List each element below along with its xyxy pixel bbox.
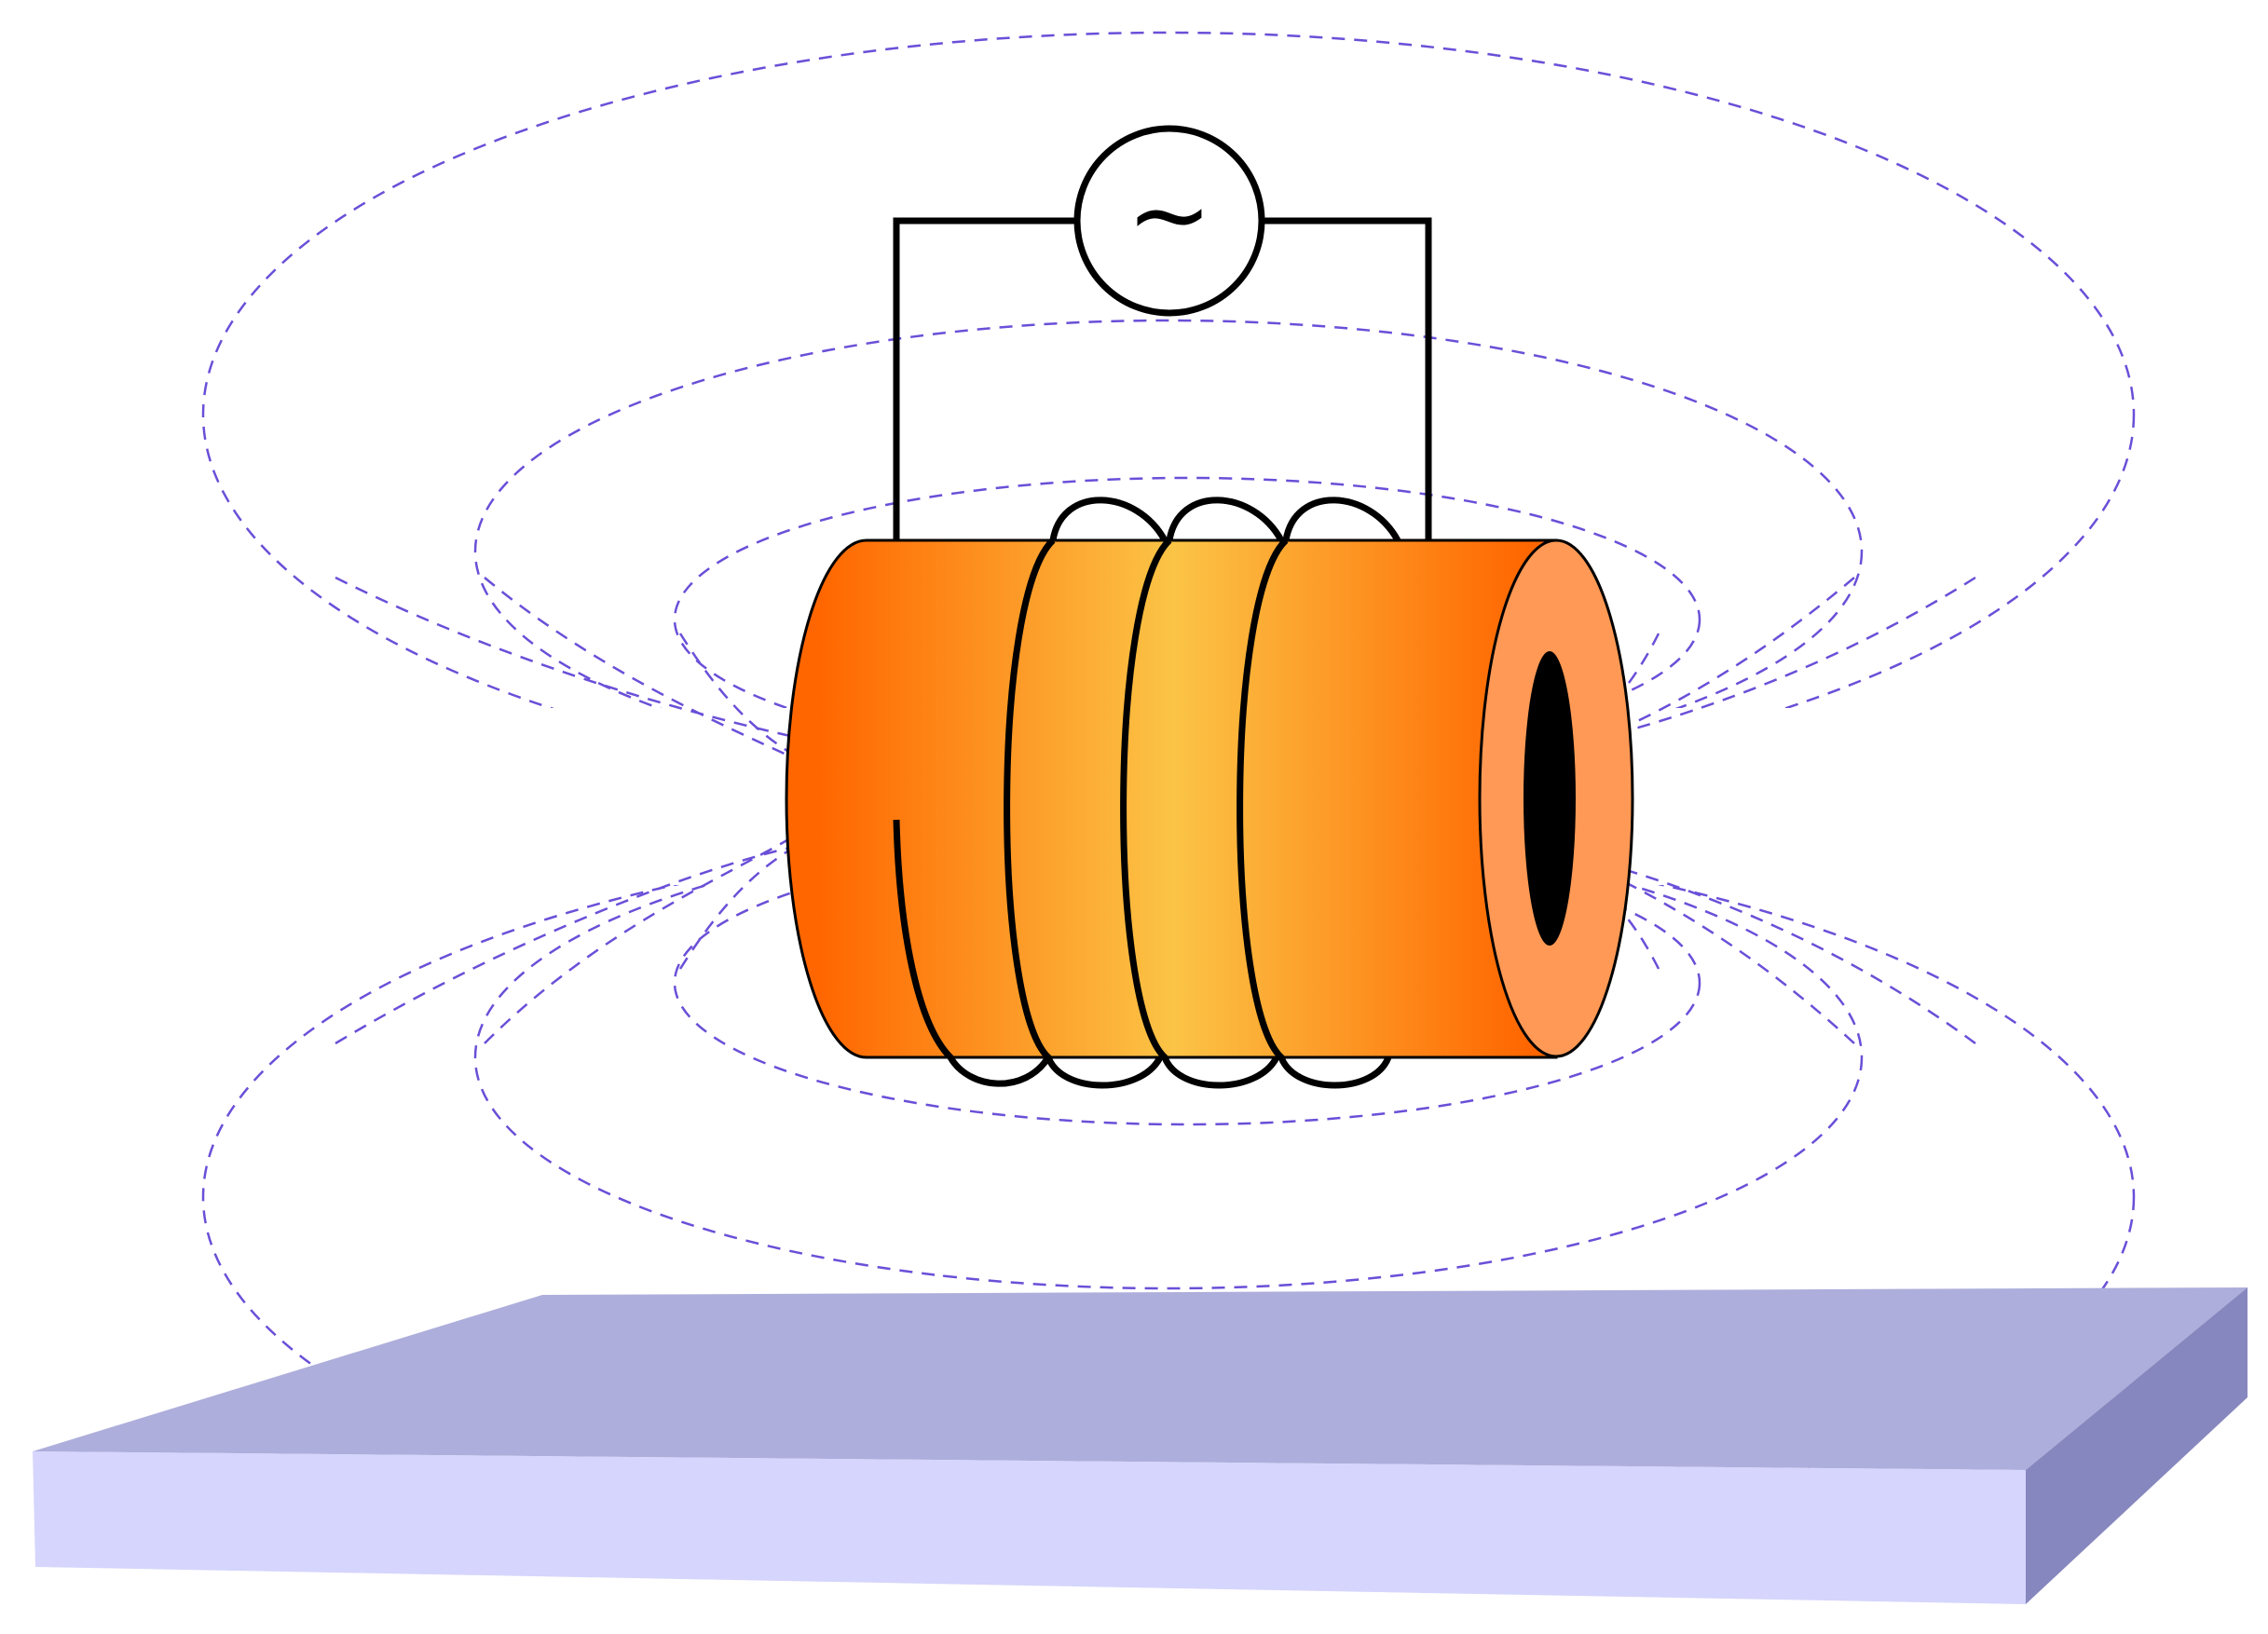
field-line-left-join-4 — [335, 846, 791, 1045]
plate-front-face — [33, 1451, 2026, 1604]
coil-back-arc-1 — [1049, 497, 1168, 542]
solenoid-coil-icon — [785, 538, 1634, 1059]
field-line-left-join-1 — [335, 576, 791, 738]
ac-source-icon: ~ — [1073, 125, 1265, 317]
field-line-left-join-2 — [484, 577, 791, 758]
field-line-left-join-3 — [678, 633, 791, 755]
ac-source-symbol: ~ — [1127, 155, 1212, 274]
coil-back-arcs — [1049, 497, 1401, 542]
coil-back-arc-2 — [1166, 497, 1285, 542]
coil-front-loops — [893, 538, 1392, 1089]
core-bore — [1523, 651, 1576, 946]
core-body — [785, 538, 1558, 1059]
coil-back-arc-3 — [1282, 497, 1401, 542]
wire-right — [1263, 217, 1432, 540]
conductive-plate-icon — [33, 1287, 2248, 1604]
field-line-left-join-5 — [484, 837, 791, 1044]
field-line-lower-middle — [473, 885, 1864, 1290]
ac-source-circle — [1073, 125, 1265, 317]
coil-front-loop-1 — [893, 819, 1051, 1087]
field-line-upper-inner — [673, 476, 1701, 708]
coil-front-loop-4 — [1236, 538, 1392, 1089]
coil-front-loop-3 — [1120, 538, 1280, 1089]
field-line-lower-inner — [673, 885, 1701, 1126]
field-line-upper-outer — [202, 31, 2135, 708]
field-line-upper-middle — [473, 319, 1864, 708]
coil-front-loop-2 — [1004, 538, 1164, 1089]
plate-side-face — [2026, 1287, 2248, 1604]
field-line-left-join-6 — [678, 848, 791, 970]
plate-top-face — [33, 1287, 2248, 1470]
